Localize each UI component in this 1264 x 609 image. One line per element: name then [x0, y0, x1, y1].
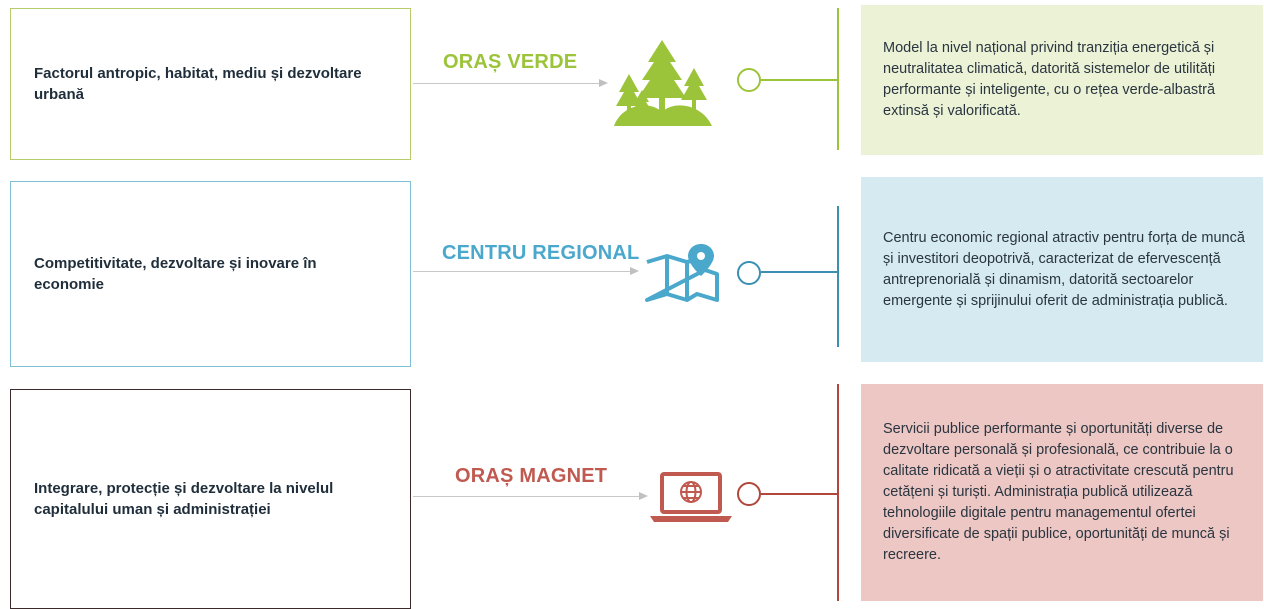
left-box-centru-regional: Competitivitate, dezvoltare și inovare î… [10, 181, 411, 367]
timeline-connector [761, 493, 839, 495]
description-text: Model la nivel național privind tranziți… [883, 40, 1216, 119]
timeline-bracket [837, 8, 839, 150]
timeline-connector [761, 79, 839, 81]
description-box-oras-magnet: Servicii publice performante și oportuni… [861, 384, 1263, 601]
left-box-oras-verde: Factorul antropic, habitat, mediu și dez… [10, 8, 411, 160]
arrow-head [630, 267, 639, 275]
timeline-node-circle [737, 482, 761, 506]
timeline-connector [761, 271, 839, 273]
description-text: Centru economic regional atractiv pentru… [883, 229, 1245, 309]
left-box-text: Factorul antropic, habitat, mediu și dez… [34, 65, 362, 103]
tag-centru-regional: CENTRU REGIONAL [442, 242, 640, 264]
map-pin-icon [645, 244, 719, 302]
left-box-text: Integrare, protecție și dezvoltare la ni… [34, 480, 334, 518]
description-box-oras-verde: Model la nivel național privind tranziți… [861, 5, 1263, 155]
connector-arrow [413, 83, 599, 84]
tag-oras-magnet: ORAȘ MAGNET [455, 465, 608, 487]
timeline-node-circle [737, 261, 761, 285]
left-box-oras-magnet: Integrare, protecție și dezvoltare la ni… [10, 389, 411, 609]
connector-arrow [413, 496, 639, 497]
tag-oras-verde: ORAȘ VERDE [443, 51, 578, 73]
timeline-node-circle [737, 68, 761, 92]
left-box-text: Competitivitate, dezvoltare și inovare î… [34, 255, 317, 293]
arrow-head [599, 79, 608, 87]
timeline-bracket [837, 384, 839, 601]
connector-arrow [413, 271, 630, 272]
timeline-bracket [837, 206, 839, 347]
arrow-head [639, 492, 648, 500]
laptop-globe-icon [650, 472, 732, 522]
description-text: Servicii publice performante și oportuni… [883, 421, 1234, 563]
description-box-centru-regional: Centru economic regional atractiv pentru… [861, 177, 1263, 362]
forest-icon [614, 40, 712, 126]
